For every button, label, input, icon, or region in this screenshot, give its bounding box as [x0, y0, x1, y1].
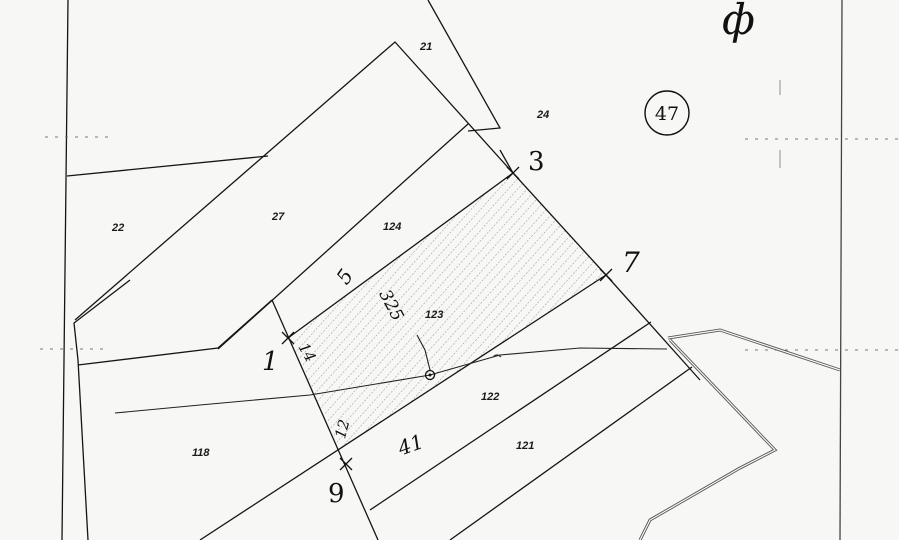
parcel-label-118: 118	[192, 447, 210, 459]
parcel-label-21: 21	[419, 41, 432, 53]
parcel-118-west-boundary	[73, 279, 131, 540]
small-marker-icon	[492, 354, 502, 358]
survey-point-7[interactable]	[599, 268, 613, 282]
parcel-123-north-boundary	[287, 172, 514, 339]
survey-point-3[interactable]	[506, 166, 520, 180]
parcel-118-north-boundary	[77, 299, 273, 366]
parcel-123-area[interactable]	[288, 173, 606, 448]
sheet-frame-right	[839, 0, 843, 540]
survey-label-3: 3	[528, 147, 545, 177]
dimension-south-side: 41	[394, 429, 427, 461]
parcel-label-24: 24	[536, 109, 549, 121]
road-edge-lower-inner	[639, 339, 776, 540]
survey-label-7: 7	[622, 246, 640, 279]
parcel-22-north-boundary	[66, 155, 269, 177]
parcel-label-121: 121	[516, 440, 534, 452]
road-edge-right-inner	[667, 329, 841, 371]
benchmark-marker[interactable]	[424, 369, 436, 381]
parcel-123-south-boundary	[199, 274, 607, 540]
parcel-21-boundary	[427, 0, 502, 132]
annotation-leader-line	[416, 334, 431, 371]
survey-label-9: 9	[328, 479, 345, 509]
parcel-label-123: 123	[425, 309, 443, 321]
survey-point-9[interactable]	[339, 457, 353, 471]
corner-mark: ф	[722, 0, 755, 44]
parcel-label-27: 27	[271, 211, 285, 223]
survey-label-1: 1	[262, 347, 279, 377]
parcel-label-22: 22	[111, 222, 124, 234]
dimension-north-side: 5	[331, 264, 358, 288]
parcel-label-124: 124	[383, 221, 401, 233]
dimension-west-bottom: 12	[331, 417, 353, 440]
parcel-east-boundary	[499, 149, 701, 381]
parcel-label-122: 122	[481, 391, 499, 403]
road-edge-lower	[638, 338, 778, 540]
parcel-122-121-boundary	[369, 321, 652, 511]
sheet-number: 47	[655, 103, 679, 125]
sheet-frame-left	[61, 0, 69, 540]
parcel-121-south-boundary	[449, 366, 693, 540]
survey-point-1[interactable]	[281, 331, 295, 345]
sheet-number-badge: 47	[644, 90, 690, 136]
parcel-27-north-boundary	[74, 41, 514, 321]
